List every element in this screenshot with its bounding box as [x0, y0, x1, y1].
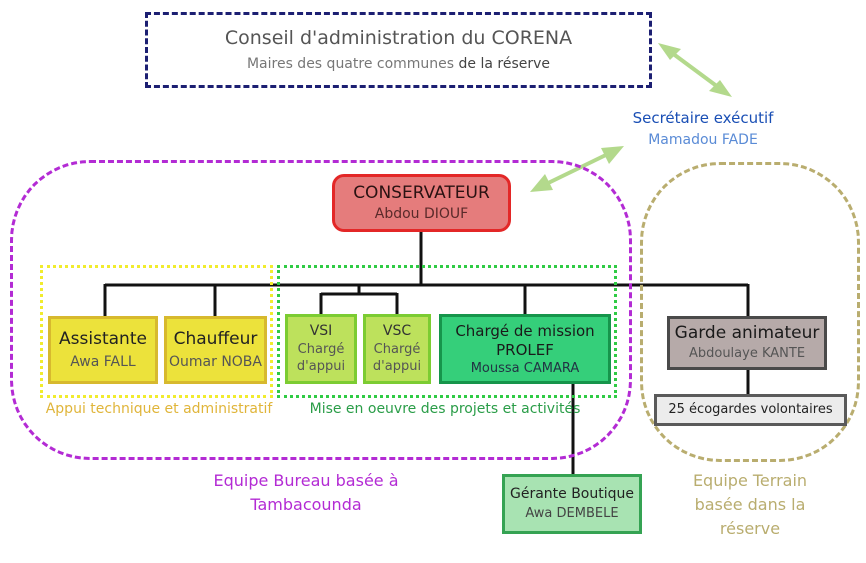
- chauffeur-box: Chauffeur Oumar NOBA: [164, 316, 267, 384]
- vsi-title: VSI: [309, 322, 333, 339]
- vsc-box: VSC Chargé d'appui: [363, 314, 431, 384]
- assistante-title: Assistante: [59, 329, 147, 350]
- garde-title: Garde animateur: [674, 323, 820, 344]
- vsc-title: VSC: [382, 322, 412, 339]
- zone-equipe-terrain: [640, 162, 860, 462]
- boutique-title: Gérante Boutique: [509, 485, 635, 502]
- group-appui-technique: [40, 265, 273, 398]
- secretary-name: Mamadou FADE: [648, 131, 758, 148]
- conservateur-box: CONSERVATEUR Abdou DIOUF: [332, 174, 511, 232]
- zone-bureau-label: Equipe Bureau basée à Tambacounda: [213, 471, 399, 514]
- boutique-name: Awa DEMBELE: [525, 506, 619, 522]
- secretary-title: Secrétaire exécutif: [632, 109, 774, 128]
- ecogardes-label: 25 écogardes volontaires: [668, 401, 833, 417]
- board-subtitle-a: Maires des quatre communes: [246, 55, 459, 72]
- assistante-box: Assistante Awa FALL: [48, 316, 158, 384]
- vsi-role: Chargé d'appui: [296, 341, 346, 374]
- garde-name: Abdoulaye KANTE: [688, 345, 806, 361]
- conservateur-name: Abdou DIOUF: [374, 206, 469, 223]
- assistante-name: Awa FALL: [70, 353, 136, 370]
- charge-mission-box: Chargé de mission PROLEF Moussa CAMARA: [439, 314, 611, 384]
- vsi-box: VSI Chargé d'appui: [285, 314, 357, 384]
- vsc-role: Chargé d'appui: [372, 341, 422, 374]
- conservateur-title: CONSERVATEUR: [353, 182, 490, 203]
- arrow-board-secretary: [658, 43, 732, 97]
- group-appui-label: Appui technique et administratif: [45, 401, 273, 417]
- board-subtitle: Maires des quatre communes de la réserve: [247, 56, 550, 72]
- charge-mission-title: Chargé de mission PROLEF: [455, 321, 595, 360]
- ecogardes-box: 25 écogardes volontaires: [654, 394, 847, 426]
- garde-animateur-box: Garde animateur Abdoulaye KANTE: [667, 316, 827, 370]
- group-projets-label: Mise en oeuvre des projets et activités: [309, 401, 581, 417]
- group-mise-en-oeuvre: [277, 265, 617, 398]
- charge-mission-name: Moussa CAMARA: [470, 360, 580, 376]
- board-subtitle-b: de la réserve: [458, 55, 551, 72]
- zone-terrain-label: Equipe Terrain basée dans la réserve: [692, 471, 808, 538]
- chauffeur-name: Oumar NOBA: [169, 353, 262, 370]
- chauffeur-title: Chauffeur: [173, 329, 258, 350]
- board-title: Conseil d'administration du CORENA: [224, 27, 573, 50]
- zone-equipe-bureau: [10, 160, 632, 460]
- board-box: Conseil d'administration du CORENA Maire…: [145, 12, 652, 88]
- secretary-box: Secrétaire exécutif Mamadou FADE: [625, 106, 781, 152]
- gerante-boutique-box: Gérante Boutique Awa DEMBELE: [502, 474, 642, 534]
